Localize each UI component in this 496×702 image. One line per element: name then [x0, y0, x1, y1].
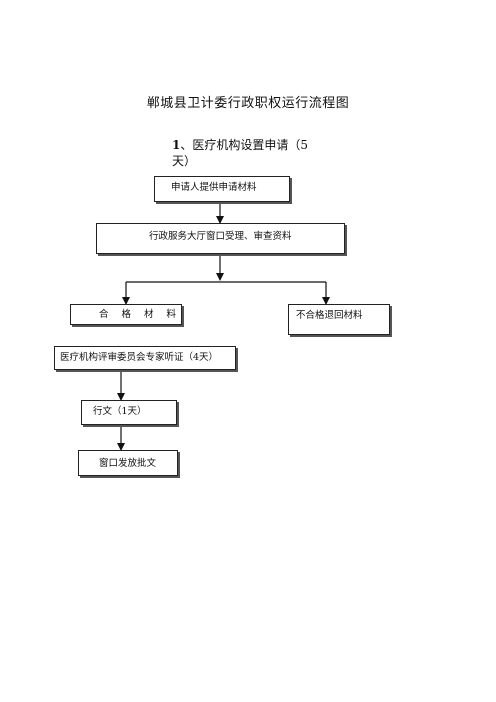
step-rejected-box: 不合格退回材料: [288, 304, 390, 335]
step-document-label: 行文（1天）: [93, 406, 147, 417]
step-document-box: 行文（1天）: [81, 400, 177, 425]
step-review-label: 医疗机构评审委员会专家听证（4天）: [60, 352, 219, 363]
step-review-box: 医疗机构评审委员会专家听证（4天）: [54, 346, 236, 370]
page-title: 郸城县卫计委行政职权运行流程图: [146, 96, 350, 111]
step-apply-label: 申请人提供申请材料: [171, 182, 257, 193]
step-qualified-label: 合 格 材 料: [99, 309, 182, 320]
step-qualified-box: 合 格 材 料: [70, 304, 182, 325]
step-issue-box: 窗口发放批文: [78, 450, 178, 476]
step-issue-label: 窗口发放批文: [99, 458, 157, 469]
section-number: 1: [172, 138, 181, 152]
step-rejected-label: 不合格退回材料: [296, 310, 363, 321]
section-heading: 1、医疗机构设置申请（5天）: [172, 137, 322, 169]
section-text: 、医疗机构设置申请（5天）: [172, 138, 308, 168]
step-accept-label: 行政服务大厅窗口受理、审查资料: [149, 231, 292, 242]
step-accept-box: 行政服务大厅窗口受理、审查资料: [96, 223, 345, 254]
step-apply-box: 申请人提供申请材料: [154, 176, 290, 202]
